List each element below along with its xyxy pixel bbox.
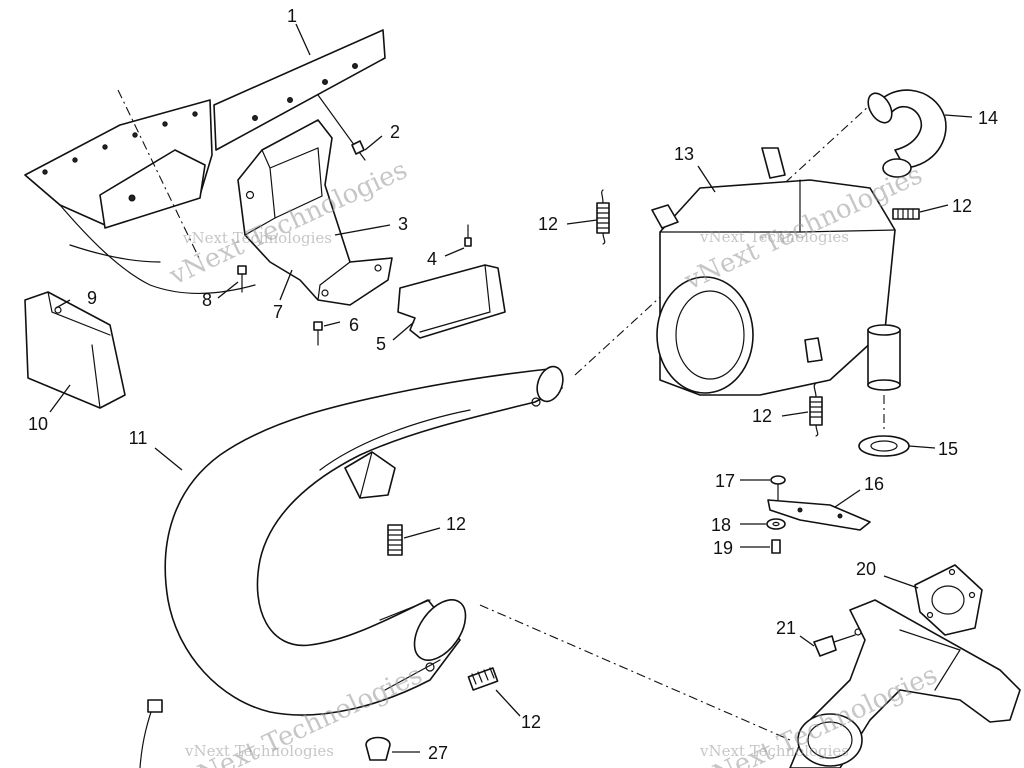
callout-2: 2: [390, 122, 400, 142]
part-11-exhaust-pipe: [164, 104, 871, 741]
part-18-washer: [766, 518, 786, 530]
leader-lines: [49, 23, 973, 753]
spring-12-left: [596, 189, 610, 245]
spring-12-right: [892, 208, 920, 220]
callout-27: 27: [428, 743, 448, 763]
callout-12-right: 12: [952, 196, 972, 216]
watermark-right-small: vNext Technologies: [699, 228, 849, 246]
part-8-nut: [237, 265, 247, 293]
part-5-heat-shield-cover: [397, 264, 506, 339]
part-10-shield-bracket: [24, 291, 126, 409]
callout-12-left: 12: [538, 214, 558, 234]
callout-11: 11: [129, 428, 148, 448]
callout-19: 19: [713, 538, 733, 558]
part-4-screw: [464, 224, 472, 247]
callout-9: 9: [87, 288, 97, 308]
callout-14: 14: [978, 108, 998, 128]
callout-12-bottom: 12: [521, 712, 541, 732]
exhaust-manifold: [789, 599, 1021, 768]
callout-18: 18: [711, 515, 731, 535]
part-16-mount-plate: [767, 499, 871, 531]
spring-12-pipe: [387, 524, 403, 556]
part-3-exhaust-bracket: [237, 119, 393, 306]
spring-12-bottom: [467, 667, 499, 691]
part-6-nut: [313, 321, 323, 346]
callout-13: 13: [674, 144, 694, 164]
part-27-grommet: [365, 736, 391, 761]
part-19-bolt: [771, 539, 781, 554]
callout-17: 17: [715, 471, 735, 491]
wire-lead: [139, 699, 163, 768]
callout-15: 15: [938, 439, 958, 459]
callout-3: 3: [398, 214, 408, 234]
callout-20: 20: [856, 559, 876, 579]
part-20-flange-gasket: [914, 564, 983, 636]
callout-16: 16: [864, 474, 884, 494]
part-21-bolt: [813, 634, 856, 657]
part-15-gasket: [858, 435, 910, 457]
callout-8: 8: [202, 290, 212, 310]
watermark-bottom-left-small: vNext Technologies: [184, 742, 334, 760]
chassis-belly-pan: [24, 89, 256, 295]
callout-10: 10: [28, 414, 48, 434]
callout-1: 1: [287, 6, 297, 26]
callout-5: 5: [376, 334, 386, 354]
spring-12-mid: [809, 382, 823, 437]
callout-12-pipe: 12: [446, 514, 466, 534]
part-13-muffler: [651, 147, 901, 432]
part-14-tailpipe: [867, 89, 947, 178]
watermark-bottom-right-small: vNext Technologies: [699, 742, 849, 760]
part-1-heat-shield-plate: [213, 29, 386, 151]
callout-21: 21: [776, 618, 796, 638]
callout-numbers: 1 2 3 4 5 6 7 8 9 10 11 12 12 12 12 12 1…: [28, 6, 998, 763]
part-17-nut: [770, 475, 786, 501]
watermark-left-small: vNext Technologies: [182, 229, 332, 247]
callout-6: 6: [349, 315, 359, 335]
callout-7: 7: [273, 302, 283, 322]
part-2-screw: [317, 94, 366, 161]
callout-4: 4: [427, 249, 437, 269]
callout-12-mid: 12: [752, 406, 772, 426]
